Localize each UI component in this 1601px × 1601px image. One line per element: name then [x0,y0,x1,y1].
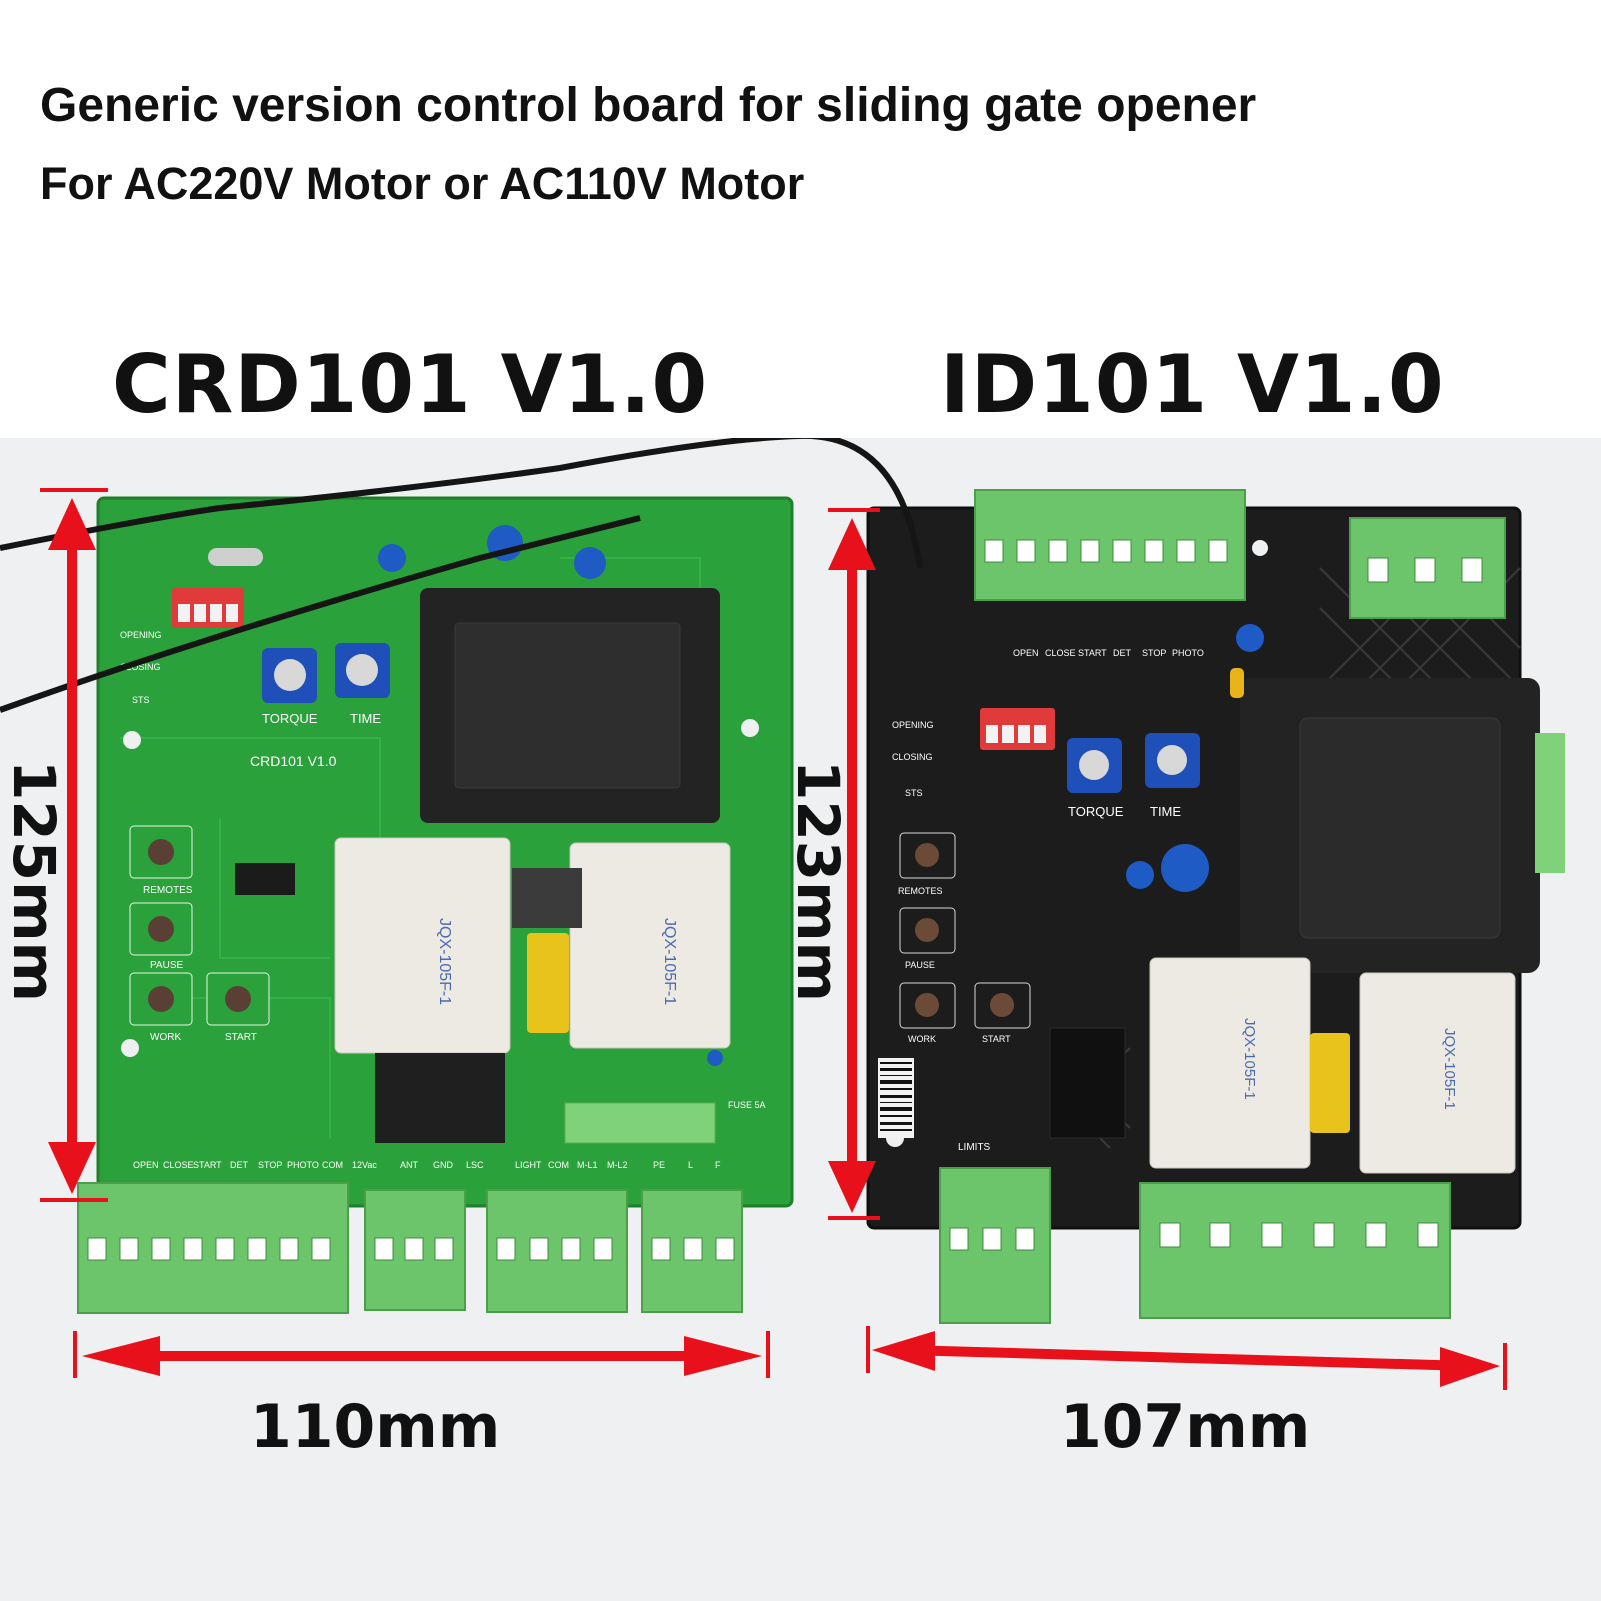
page-title: Generic version control board for slidin… [40,79,1257,132]
svg-text:LIGHT: LIGHT [515,1160,542,1170]
left-pot-torque-label: TORQUE [262,711,318,726]
right-led-sts: STS [905,788,923,798]
right-width-dimension: 107mm [1060,1392,1311,1462]
left-button-pause-label: PAUSE [150,960,183,971]
left-led-sts: STS [132,695,150,705]
left-terminal-blocks [77,1182,743,1314]
svg-text:CLOSE: CLOSE [1045,648,1076,658]
svg-text:START: START [982,1034,1011,1044]
antenna-wire [0,438,923,569]
svg-text:LSC: LSC [466,1160,484,1170]
left-button-work: WORK [129,972,193,1043]
left-relay-1-text: JQX-105F-1 [436,918,453,1005]
left-relay-2-text: JQX-105F-1 [661,918,678,1005]
svg-text:OPEN: OPEN [1013,648,1039,658]
left-led-opening: OPENING [120,630,162,640]
svg-text:CLOSE: CLOSE [163,1160,194,1170]
right-led-opening: OPENING [892,720,934,730]
left-capacitor [574,547,606,579]
right-button-start: START [974,982,1031,1044]
right-pot-time-label: TIME [1150,804,1181,819]
right-relay-2: JQX-105F-1 [1359,972,1516,1174]
right-dip-switch [980,708,1055,750]
left-button-work-label: WORK [150,1032,181,1043]
right-relay-2-text: JQX-105F-1 [1441,1028,1458,1110]
left-terminal-labels: OPEN CLOSE START DET STOP PHOTO COM 12Va… [133,1160,721,1170]
right-yellow-capacitor [1310,1033,1350,1133]
left-pot-time: TIME [335,643,390,726]
svg-text:STOP: STOP [258,1160,282,1170]
left-led-closing: CLOSING [120,662,161,672]
right-pot-time: TIME [1145,733,1200,819]
svg-text:PAUSE: PAUSE [905,960,935,970]
left-board: JQX-105F-1 JQX-105F-1 TORQUE TIME [96,496,794,1208]
left-width-dimension: 110mm [250,1392,501,1462]
svg-text:REMOTES: REMOTES [898,886,943,896]
right-relay-1-text: JQX-105F-1 [1241,1018,1258,1100]
left-relay-1: JQX-105F-1 [334,837,511,1054]
left-button-remotes: REMOTES [129,825,193,896]
right-limits-label: LIMITS [958,1142,991,1153]
product-photo: JQX-105F-1 JQX-105F-1 TORQUE TIME [0,438,1601,1601]
left-button-remotes-label: REMOTES [143,885,193,896]
right-relay-1: JQX-105F-1 [1149,957,1311,1169]
right-led-closing: CLOSING [892,752,933,762]
svg-text:L: L [688,1160,693,1170]
svg-text:GND: GND [433,1160,454,1170]
left-crystal [208,548,263,566]
right-height-dimension: 123mm [784,760,852,1002]
page-subtitle: For AC220V Motor or AC110V Motor [40,158,805,209]
left-silkscreen-model: CRD101 V1.0 [250,753,337,769]
dimension-arrows [40,488,1507,1390]
svg-text:START: START [1078,648,1107,658]
left-regulator [512,868,582,928]
left-yellow-capacitor [527,933,569,1033]
right-button-remotes: REMOTES [898,832,956,896]
left-capacitor [378,544,406,572]
left-pot-torque: TORQUE [262,648,318,726]
right-led-labels: OPEN CLOSE START DET STOP PHOTO [1013,648,1204,658]
left-button-start-label: START [225,1032,257,1043]
left-capacitor [707,1050,723,1066]
right-terminal-blocks [939,489,1506,1324]
left-relay-2: JQX-105F-1 [569,842,731,1049]
left-button-pause: PAUSE [129,902,193,971]
left-board-label: CRD101 V1.0 [112,338,709,431]
right-transformer [1240,678,1540,973]
left-pot-time-label: TIME [350,711,381,726]
right-board-label: ID101 V1.0 [940,338,1445,431]
right-black-module [1049,1027,1126,1139]
right-board: JQX-105F-1 JQX-105F-1 TORQUE TIME [866,506,1565,1230]
svg-text:COM: COM [322,1160,343,1170]
left-fuse-label: FUSE 5A [728,1100,766,1110]
left-transformer [420,588,720,823]
left-dip-switch [172,588,244,628]
svg-text:COM: COM [548,1160,569,1170]
svg-text:12Vac: 12Vac [352,1160,377,1170]
svg-text:PE: PE [653,1160,665,1170]
svg-text:M-L2: M-L2 [607,1160,628,1170]
left-fuse-holder [564,1102,716,1144]
svg-text:WORK: WORK [908,1034,936,1044]
svg-text:STOP: STOP [1142,648,1166,658]
left-button-start: START [206,972,270,1043]
right-pot-torque: TORQUE [1067,738,1124,819]
right-button-pause: PAUSE [899,907,956,970]
left-ic-chip [235,863,295,895]
svg-text:DET: DET [230,1160,249,1170]
svg-text:START: START [193,1160,222,1170]
right-barcode [878,1058,914,1138]
svg-text:PHOTO: PHOTO [1172,648,1204,658]
svg-text:ANT: ANT [400,1160,419,1170]
right-button-work: WORK [899,982,956,1044]
svg-text:M-L1: M-L1 [577,1160,598,1170]
left-height-dimension: 125mm [0,760,68,1002]
antenna-wire [0,515,641,713]
svg-text:DET: DET [1113,648,1132,658]
right-pot-torque-label: TORQUE [1068,804,1124,819]
svg-text:OPEN: OPEN [133,1160,159,1170]
svg-text:PHOTO: PHOTO [287,1160,319,1170]
svg-text:F: F [715,1160,721,1170]
